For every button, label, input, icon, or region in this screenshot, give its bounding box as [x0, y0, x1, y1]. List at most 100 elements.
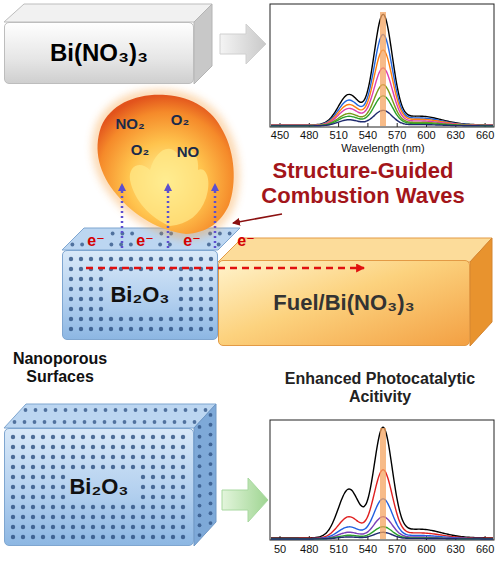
gas-species-label: NO: [177, 143, 200, 160]
gas-species-label: NO₂: [115, 115, 144, 132]
pore: [131, 505, 135, 509]
emission-spectrum: [271, 532, 493, 539]
emission-spectrum: [271, 68, 493, 125]
pore: [149, 317, 153, 321]
pore: [181, 465, 185, 469]
pore: [31, 495, 35, 499]
pore: [169, 317, 173, 321]
pore: [121, 525, 125, 529]
pore: [141, 515, 145, 519]
pore: [51, 505, 55, 509]
pore: [131, 445, 135, 449]
pore: [130, 232, 134, 236]
electron-label: e⁻: [87, 232, 104, 250]
pore: [81, 535, 85, 539]
pore: [199, 307, 203, 311]
axis-tick: [309, 123, 310, 127]
pore: [21, 435, 25, 439]
pore: [198, 425, 202, 429]
activity-label: Enhanced Photocatalytic Acitivity: [266, 370, 494, 407]
pore: [79, 317, 83, 321]
block-top-face: [62, 228, 240, 250]
pore: [209, 482, 213, 486]
pore: [209, 511, 213, 515]
pore: [101, 505, 105, 509]
pore: [79, 287, 83, 291]
pore: [161, 475, 165, 479]
pore: [141, 445, 145, 449]
pore: [181, 515, 185, 519]
pore: [89, 297, 93, 301]
pore: [161, 465, 165, 469]
pore: [44, 408, 48, 412]
emission-spectrum: [271, 14, 493, 125]
pore: [61, 475, 65, 479]
pore: [73, 420, 77, 424]
pore: [218, 232, 222, 236]
pore: [159, 257, 163, 261]
pore: [71, 455, 75, 459]
pore: [131, 465, 135, 469]
pore: [51, 445, 55, 449]
pore: [51, 475, 55, 479]
pore: [121, 435, 125, 439]
pore: [131, 435, 135, 439]
pore: [41, 535, 45, 539]
pore: [141, 505, 145, 509]
pore: [141, 455, 145, 459]
pore: [171, 445, 175, 449]
surface-label: Nanoporous Surfaces: [2, 350, 118, 387]
axis-tick-label: 600: [417, 543, 435, 556]
pore: [111, 515, 115, 519]
pore: [169, 232, 173, 236]
pore: [119, 257, 123, 261]
pore: [199, 267, 203, 271]
pore: [194, 408, 198, 412]
pore: [11, 505, 15, 509]
pore: [161, 495, 165, 499]
pore: [199, 287, 203, 291]
axis-tick: [367, 123, 368, 127]
pore: [51, 485, 55, 489]
pore: [21, 515, 25, 519]
pore: [54, 408, 58, 412]
pore: [151, 445, 155, 449]
pore: [11, 455, 15, 459]
pore: [129, 327, 133, 331]
pore: [69, 327, 73, 331]
pore: [43, 420, 47, 424]
pore: [228, 232, 232, 236]
pore: [209, 277, 213, 281]
pore: [198, 474, 202, 478]
pore: [209, 413, 213, 417]
pore: [21, 525, 25, 529]
pore: [207, 243, 211, 247]
pore: [11, 525, 15, 529]
pore: [11, 485, 15, 489]
pore: [199, 277, 203, 281]
pore: [193, 420, 197, 424]
pore: [169, 327, 173, 331]
pore: [81, 515, 85, 519]
axis-tick: [485, 536, 486, 540]
pore: [171, 525, 175, 529]
pore: [189, 257, 193, 261]
pore: [71, 515, 75, 519]
pore: [198, 445, 202, 449]
axis-tick: [397, 536, 398, 540]
pore: [154, 408, 158, 412]
pore: [171, 495, 175, 499]
pore: [61, 455, 65, 459]
pore: [61, 495, 65, 499]
pore: [141, 465, 145, 469]
pore: [11, 465, 15, 469]
pore: [89, 257, 93, 261]
pore: [144, 408, 148, 412]
pore: [151, 455, 155, 459]
pore: [129, 267, 133, 271]
pore: [141, 475, 145, 479]
pore: [159, 317, 163, 321]
pore: [41, 455, 45, 459]
pore: [179, 317, 183, 321]
pore: [209, 462, 213, 466]
